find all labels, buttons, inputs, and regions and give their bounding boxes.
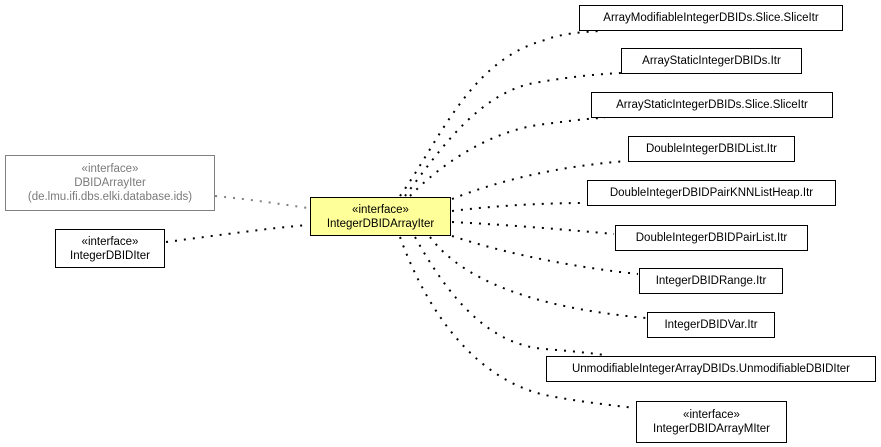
- edge-child-9: [399, 236, 636, 409]
- edge-child-3: [451, 160, 628, 200]
- stereotype-label: «interface»: [352, 203, 409, 216]
- edge-dbid-array-iter: [214, 195, 309, 209]
- class-name: ArrayStaticIntegerDBIDs.Itr: [642, 55, 781, 67]
- node-child-2[interactable]: ArrayStaticIntegerDBIDs.Slice.SliceItr: [591, 92, 833, 118]
- class-name: DBIDArrayIter: [74, 177, 146, 189]
- edge-child-6: [451, 235, 639, 275]
- node-child-8[interactable]: UnmodifiableIntegerArrayDBIDs.Unmodifiab…: [546, 356, 876, 382]
- node-child-1[interactable]: ArrayStaticIntegerDBIDs.Itr: [621, 48, 802, 74]
- node-child-3[interactable]: DoubleIntegerDBIDList.Itr: [628, 136, 795, 162]
- class-name: IntegerDBIDArrayMIter: [653, 423, 770, 435]
- stereotype-label: «interface»: [81, 235, 139, 248]
- node-dbid-array-iter[interactable]: «interface» DBIDArrayIter (de.lmu.ifi.db…: [5, 155, 215, 211]
- stereotype-label: «interface»: [683, 409, 740, 421]
- class-name: DoubleIntegerDBIDList.Itr: [645, 143, 778, 155]
- node-child-5[interactable]: DoubleIntegerDBIDPairList.Itr: [615, 225, 808, 251]
- node-integer-dbid-iter[interactable]: «interface» IntegerDBIDIter: [55, 229, 165, 268]
- class-name: IntegerDBIDIter: [70, 249, 150, 262]
- node-child-0[interactable]: ArrayModifiableIntegerDBIDs.Slice.SliceI…: [579, 5, 843, 31]
- edge-child-5: [451, 221, 615, 235]
- class-name: DoubleIntegerDBIDPairList.Itr: [635, 232, 788, 244]
- node-child-6[interactable]: IntegerDBIDRange.Itr: [639, 268, 783, 294]
- node-child-7[interactable]: IntegerDBIDVar.Itr: [647, 312, 775, 338]
- edge-child-7: [429, 236, 647, 319]
- stereotype-label: «interface»: [81, 163, 139, 175]
- edge-child-8: [414, 236, 606, 356]
- edge-child-0: [399, 30, 601, 197]
- class-name: ArrayModifiableIntegerDBIDs.Slice.SliceI…: [603, 12, 819, 24]
- class-name: IntegerDBIDVar.Itr: [664, 319, 758, 331]
- class-name: IntegerDBIDArrayIter: [326, 217, 435, 230]
- class-name: ArrayStaticIntegerDBIDs.Slice.SliceItr: [616, 99, 808, 111]
- node-child-9[interactable]: «interface» IntegerDBIDArrayMIter: [636, 401, 787, 443]
- edge-integer-dbid-iter: [165, 224, 309, 243]
- class-name: DoubleIntegerDBIDPairKNNListHeap.Itr: [609, 187, 814, 199]
- edge-child-4: [451, 202, 587, 212]
- node-integer-dbid-array-iter[interactable]: «interface» IntegerDBIDArrayIter: [310, 197, 451, 236]
- package-name: (de.lmu.ifi.dbs.elki.database.ids): [27, 191, 193, 203]
- edge-child-1: [404, 72, 622, 197]
- class-name: UnmodifiableIntegerArrayDBIDs.Unmodifiab…: [571, 363, 851, 375]
- edge-child-2: [409, 117, 606, 197]
- class-name: IntegerDBIDRange.Itr: [655, 275, 767, 287]
- node-child-4[interactable]: DoubleIntegerDBIDPairKNNListHeap.Itr: [587, 180, 836, 206]
